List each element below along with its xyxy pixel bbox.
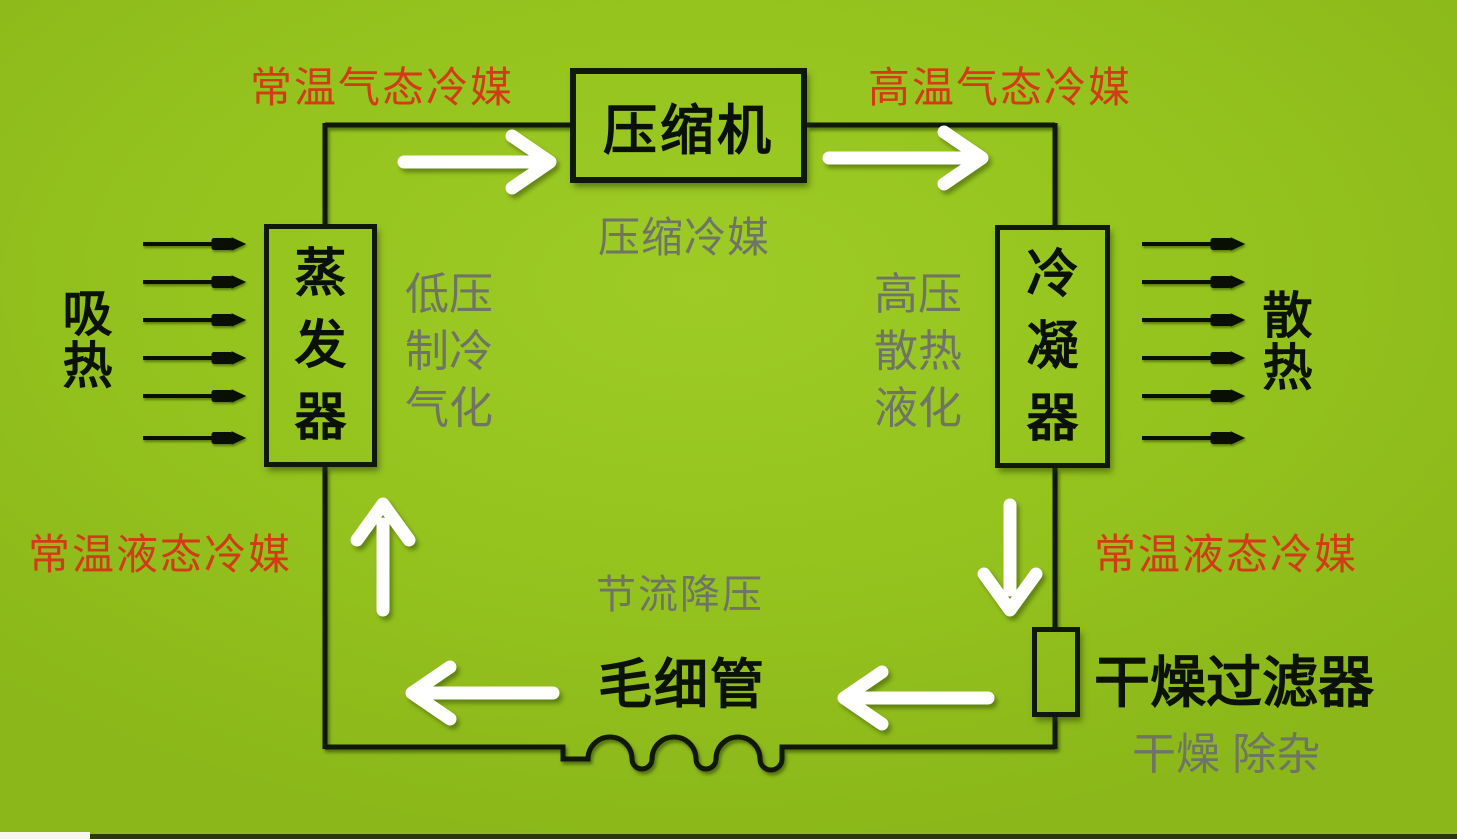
flow-arrow-evaporator-to-compressor-icon [397, 129, 557, 195]
dissipate-heat-label: 散热 [1262, 288, 1313, 396]
evaporator-process-label: 低压 制冷 气化 [405, 270, 493, 433]
compressor-label: 压缩机 [603, 101, 774, 161]
absorb-heat-label: 吸热 [62, 286, 113, 394]
heat-arrow-icon [143, 431, 247, 445]
heat-arrow-icon [1142, 313, 1246, 327]
heat-arrow-icon [1142, 389, 1246, 403]
heat-arrow-icon [1142, 431, 1246, 445]
flow-arrow-dryer-to-capillary-icon [837, 665, 995, 731]
state-label-bottom-left: 常温液态冷媒 [28, 531, 293, 578]
heat-arrow-icon [143, 351, 247, 365]
state-label-top-right: 高温气态冷媒 [868, 64, 1133, 111]
capillary-process-label: 节流降压 [596, 573, 764, 617]
evaporator-box: 蒸发器 [264, 224, 377, 467]
flow-arrow-up-to-evaporator-icon [350, 497, 416, 617]
condenser-box: 冷凝器 [995, 225, 1110, 468]
heat-arrow-icon [143, 275, 247, 289]
flow-arrow-compressor-to-condenser-icon [822, 125, 989, 191]
bottom-edge-white-strip [0, 832, 90, 839]
heat-arrow-icon [143, 237, 247, 251]
dryer-process-label: 干燥 除杂 [1132, 730, 1321, 779]
condenser-process-label: 高压 散热 液化 [874, 270, 962, 433]
heat-arrows-absorb [143, 237, 247, 445]
heat-arrow-icon [143, 389, 247, 403]
evaporator-label: 蒸发器 [294, 244, 347, 447]
compressor-process-label: 压缩冷媒 [598, 214, 771, 261]
bottom-edge-dark-strip [90, 834, 1457, 839]
condenser-label: 冷凝器 [1026, 245, 1079, 448]
heat-arrow-icon [1142, 237, 1246, 251]
dryer-filter-box [1032, 627, 1080, 717]
capillary-label: 毛细管 [598, 655, 766, 715]
flow-arrow-capillary-out-icon [405, 660, 560, 726]
pipe-loop [322, 122, 1058, 773]
heat-arrow-icon [1142, 351, 1246, 365]
state-label-top-left: 常温气态冷媒 [250, 64, 515, 111]
capillary-coil [325, 734, 1055, 773]
heat-arrow-icon [143, 313, 247, 327]
flow-arrow-condenser-down-icon [977, 498, 1043, 617]
heat-arrows-dissipate [1142, 237, 1246, 445]
compressor-box: 压缩机 [570, 68, 807, 183]
dryer-filter-label: 干燥过滤器 [1094, 651, 1374, 714]
state-label-bottom-right: 常温液态冷媒 [1094, 531, 1359, 578]
heat-arrow-icon [1142, 275, 1246, 289]
